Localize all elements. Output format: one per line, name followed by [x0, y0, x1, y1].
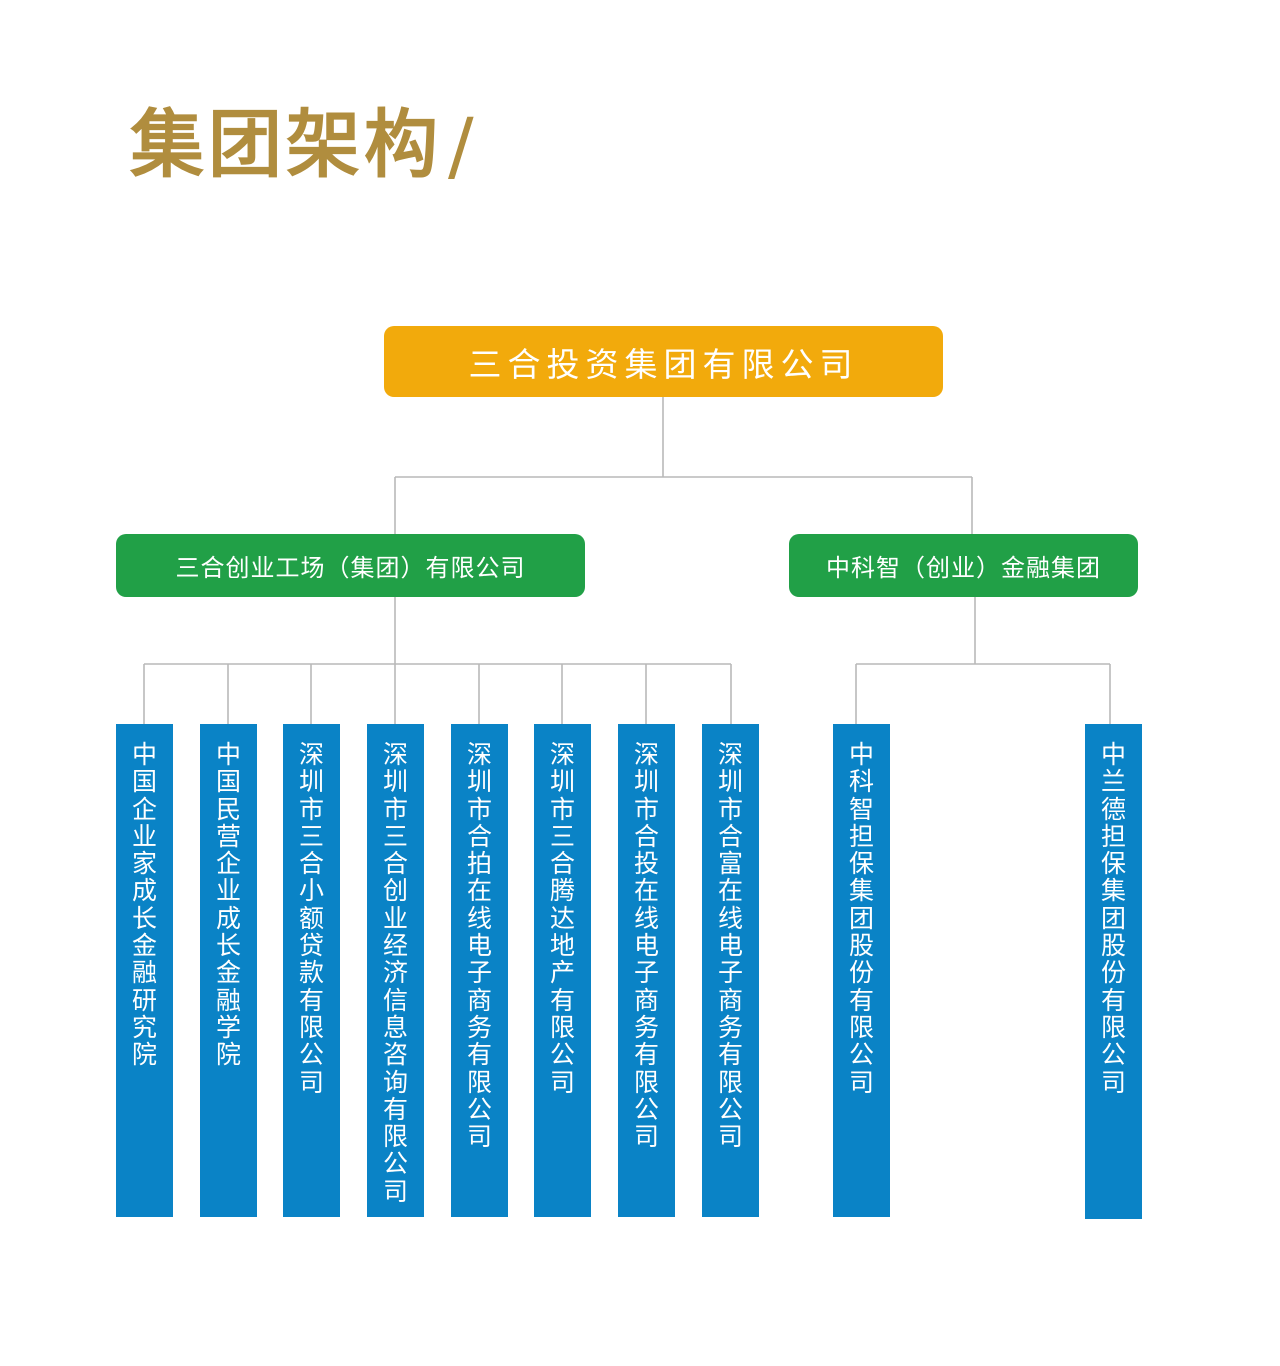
- branch-name: 中科智（创业）金融集团: [826, 554, 1101, 582]
- subsidiary-box: 中兰德担保集团股份有限公司: [1085, 724, 1142, 1219]
- subsidiary-name: 中国企业家成长金融研究院: [131, 740, 157, 1070]
- subsidiary-name: 深圳市合富在线电子商务有限公司: [717, 740, 743, 1152]
- branch-box-zhongkezhi: 中科智（创业）金融集团: [789, 534, 1138, 597]
- subsidiary-name: 深圳市三合创业经济信息咨询有限公司: [382, 740, 408, 1206]
- subsidiary-name: 深圳市合投在线电子商务有限公司: [633, 740, 659, 1152]
- subsidiary-box: 中国民营企业成长金融学院: [200, 724, 257, 1217]
- subsidiary-name: 深圳市三合腾达地产有限公司: [549, 740, 575, 1097]
- page-title: 集团架构: [130, 100, 442, 190]
- root-company-box: 三合投资集团有限公司: [384, 326, 943, 397]
- subsidiary-box: 深圳市合拍在线电子商务有限公司: [451, 724, 508, 1217]
- subsidiary-name: 深圳市合拍在线电子商务有限公司: [466, 740, 492, 1152]
- subsidiary-box: 中国企业家成长金融研究院: [116, 724, 173, 1217]
- subsidiary-box: 深圳市三合创业经济信息咨询有限公司: [367, 724, 424, 1217]
- branch-name: 三合创业工场（集团）有限公司: [175, 554, 526, 582]
- subsidiary-box: 中科智担保集团股份有限公司: [833, 724, 890, 1217]
- branch-box-sanhe-chuangye: 三合创业工场（集团）有限公司: [116, 534, 585, 597]
- subsidiary-name: 中兰德担保集团股份有限公司: [1100, 740, 1126, 1097]
- subsidiary-name: 中国民营企业成长金融学院: [215, 740, 241, 1070]
- root-company-name: 三合投资集团有限公司: [468, 344, 859, 384]
- subsidiary-name: 中科智担保集团股份有限公司: [848, 740, 874, 1097]
- subsidiary-box: 深圳市三合小额贷款有限公司: [283, 724, 340, 1217]
- subsidiary-box: 深圳市三合腾达地产有限公司: [534, 724, 591, 1217]
- subsidiary-box: 深圳市合富在线电子商务有限公司: [702, 724, 759, 1217]
- page-title-text: 集团架构: [130, 102, 442, 188]
- subsidiary-name: 深圳市三合小额贷款有限公司: [298, 740, 324, 1097]
- subsidiary-box: 深圳市合投在线电子商务有限公司: [618, 724, 675, 1217]
- title-slash: /: [448, 101, 474, 190]
